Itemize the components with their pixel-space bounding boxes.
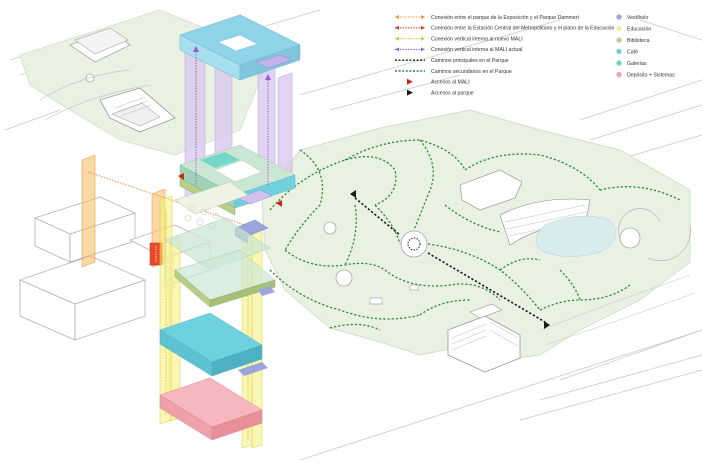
legend-symbol-dotted-arrow: [395, 47, 425, 52]
legend-item-estacion: Conexión entre la Estación Central del M…: [395, 26, 615, 32]
legend-swatch: [616, 60, 622, 66]
legend-label: Galerías: [627, 61, 647, 67]
legend-item-vertical-nuevo: Conexión vertical interna al nuevo MALI: [395, 36, 523, 42]
legend-label: Accesos al parque: [431, 90, 474, 96]
torre-galerias: [178, 14, 301, 216]
acceso-parque-marker: [350, 190, 356, 198]
legend-swatch: [616, 25, 622, 32]
legend-swatch: [616, 48, 622, 55]
acceso-mali-marker: [276, 200, 282, 207]
legend-swatch: [616, 14, 622, 20]
legend-item-vertical-actual: Conexión vertical interna al MALI actual: [395, 47, 522, 53]
legend-symbol-dotted-arrow: [395, 15, 425, 19]
legend-label: Conexión vertical interna al nuevo MALI: [431, 36, 523, 42]
legend-label: Educación: [627, 26, 651, 32]
legend-label: Vestíbulo: [627, 15, 648, 21]
legend-label: Caminos principales en el Parque: [431, 58, 509, 64]
torre-inferior: [159, 195, 276, 449]
legend-swatch: [616, 37, 622, 43]
legend-item-accesos-parque: Accesos al parque: [407, 89, 474, 96]
legend-item-biblioteca: Biblioteca: [616, 37, 650, 44]
legend-item-cafe: Café: [616, 48, 638, 55]
legend-label: Conexión vertical interna al MALI actual: [431, 47, 522, 53]
legend-item-caminos-principales: Caminos principales en el Parque: [395, 58, 509, 64]
legend-item-educacion: Educación: [616, 25, 651, 32]
legend-symbol-dotted-arrow: [395, 25, 425, 30]
caminos-secundarios: [269, 139, 681, 331]
legend-item-caminos-secundarios: Caminos secundarios en el Parque: [395, 69, 512, 75]
legend-label: Biblioteca: [627, 38, 650, 44]
legend-symbol-triangle: [407, 89, 413, 96]
legend-item-expo-dammert: Conexión entre el parque de la Exposició…: [395, 15, 579, 21]
legend-left: Conexión entre el parque de la Exposició…: [395, 15, 615, 96]
acceso-mali-marker: [178, 173, 184, 180]
legend-label: Conexión entre la Estación Central del M…: [431, 26, 615, 32]
legend-symbol-triangle: [407, 78, 413, 85]
caminos-principales: [354, 197, 546, 323]
legend-item-accesos-mali: Accesos al MALI: [407, 78, 470, 86]
legend-label: Accesos al MALI: [431, 80, 470, 86]
legend-item-vestibulo: Vestíbulo: [616, 14, 648, 21]
legend-symbol-dotted-arrow: [395, 36, 425, 41]
legend-label: Depósito + Sistemas: [627, 72, 675, 78]
legend-swatch: [616, 71, 622, 78]
legend-right: VestíbuloEducaciónBibliotecaCaféGalerías…: [616, 14, 675, 78]
plaza-pasarela: [174, 181, 249, 230]
legend-label: Caminos secundarios en el Parque: [431, 69, 512, 75]
legend-label: Conexión entre el parque de la Exposició…: [431, 15, 579, 21]
acceso-parque-marker: [544, 321, 550, 329]
legend-item-galerias: Galerías: [616, 60, 647, 67]
legend-item-deposito: Depósito + Sistemas: [616, 71, 675, 78]
legend-label: Café: [627, 49, 638, 55]
